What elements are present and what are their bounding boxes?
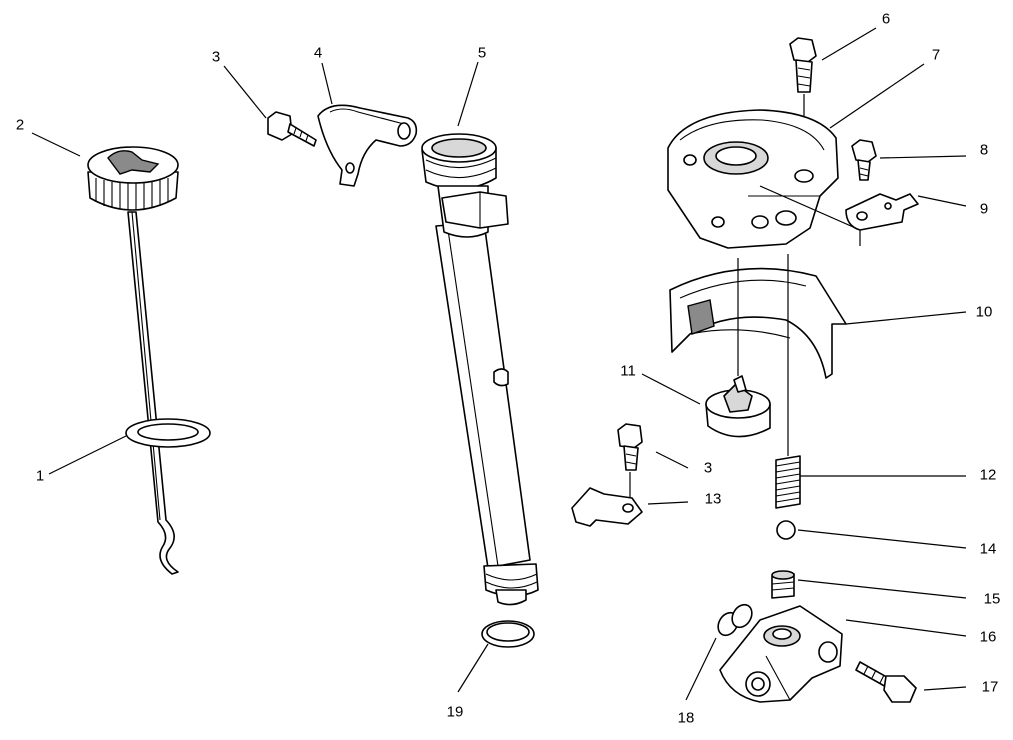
threaded-plug: [771, 570, 795, 599]
callout-16: 16: [979, 628, 997, 646]
dipstick-washer: [125, 418, 211, 448]
dipstick-tube: [421, 133, 539, 606]
retainer-plate: [845, 193, 919, 231]
valve-body: [719, 605, 843, 703]
callout-11: 11: [620, 362, 636, 380]
bolt-upper: [267, 111, 317, 147]
callout-15: 15: [983, 590, 1001, 608]
callout-2: 2: [15, 116, 25, 134]
callout-5: 5: [477, 44, 487, 62]
leader-lines: [31, 27, 967, 701]
check-ball: [776, 520, 796, 540]
callout-13: 13: [704, 490, 722, 508]
callout-1: 1: [35, 467, 45, 485]
clamp-bracket: [317, 104, 418, 187]
callout-14: 14: [979, 540, 997, 558]
dipstick-assembly: [87, 146, 211, 575]
callout-10: 10: [975, 303, 993, 321]
valve-bolt: [855, 661, 917, 703]
callout-7: 7: [931, 46, 941, 64]
relief-spring: [775, 254, 801, 509]
bolt-lower: [617, 423, 643, 500]
callout-9: 9: [979, 200, 989, 218]
small-bracket: [571, 487, 643, 527]
callout-4: 4: [313, 44, 323, 62]
callout-18: 18: [677, 709, 695, 727]
callout-3-upper: 3: [211, 48, 221, 66]
callout-12: 12: [979, 466, 997, 484]
callout-17: 17: [981, 678, 999, 696]
callout-6: 6: [881, 10, 891, 28]
callout-19: 19: [446, 703, 464, 721]
o-ring-tube: [481, 620, 535, 648]
dipstick-cap: [87, 146, 179, 211]
pump-rotor: [705, 258, 771, 438]
small-o-rings: [717, 603, 753, 637]
callout-8: 8: [979, 141, 989, 159]
dipstick-rod: [127, 211, 179, 575]
filter-screen: [669, 267, 847, 379]
callout-3-lower: 3: [703, 459, 713, 477]
bolt-small: [851, 139, 877, 181]
pump-housing: [667, 109, 861, 249]
bolt-top: [789, 37, 817, 150]
